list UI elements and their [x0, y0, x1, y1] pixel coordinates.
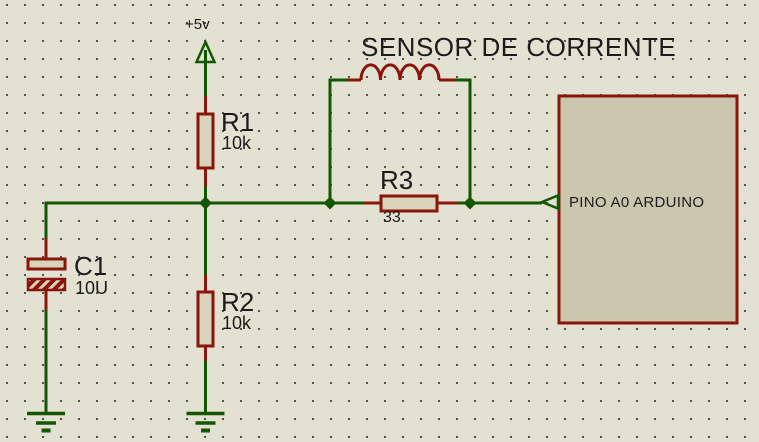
junction-dot[interactable]	[323, 196, 337, 210]
c1-plate-negative[interactable]	[26, 277, 67, 292]
wire-coil-left[interactable]	[328, 78, 348, 203]
coil-body[interactable]	[359, 63, 441, 81]
sensor-title: SENSOR DE CORRENTE	[361, 32, 677, 62]
wire-coil-right[interactable]	[455, 78, 472, 203]
arduino-pin-label: PINO A0 ARDUINO	[569, 194, 705, 211]
input-pin-chevron-icon[interactable]	[538, 193, 560, 211]
r1-body[interactable]	[196, 112, 215, 170]
junction-dot[interactable]	[199, 196, 212, 210]
r2-value-label: 10k	[222, 313, 252, 333]
r3-ref-label: R3	[380, 165, 414, 195]
r1-ref-label: R1	[221, 107, 255, 137]
r2-ref-label: R2	[221, 287, 255, 317]
r3-value-label: 33	[383, 209, 401, 226]
junction-dot[interactable]	[463, 196, 477, 210]
arduino-box[interactable]	[557, 94, 739, 325]
c1-plate-positive[interactable]	[26, 257, 67, 271]
ground-symbol[interactable]	[186, 411, 225, 433]
wire-main-rail[interactable]	[44, 201, 542, 240]
c1-ref-label: C1	[74, 251, 108, 281]
r2-body[interactable]	[196, 290, 215, 348]
c1-value-label: 10U	[75, 278, 109, 298]
power-rail-label: +5v	[185, 16, 210, 33]
power-arrow-icon[interactable]	[194, 38, 217, 64]
r1-value-label: 10k	[222, 133, 252, 153]
ground-symbol[interactable]	[27, 411, 65, 433]
